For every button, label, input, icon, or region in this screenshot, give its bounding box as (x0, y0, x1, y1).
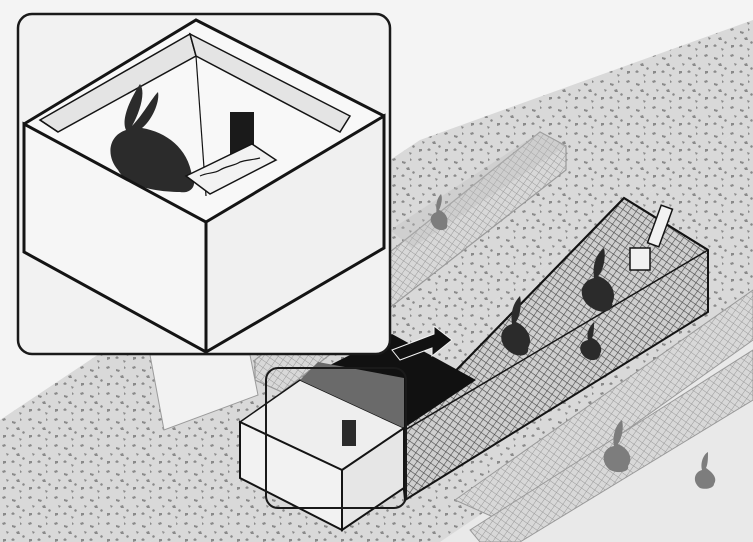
feed-tray (184, 143, 278, 195)
hutch-doorway (342, 420, 356, 446)
rabbit-main-3 (580, 322, 602, 361)
rabbit-main-2 (581, 248, 615, 312)
mesh-run-front (453, 289, 753, 542)
rabbit-front-1 (603, 420, 631, 473)
rabbit-main-1 (501, 296, 531, 356)
rabbit-back (430, 194, 448, 231)
inset-rabbit (110, 84, 195, 193)
exit-arrow (391, 324, 453, 361)
water-bottle (629, 204, 674, 271)
zoom-region-frame (265, 367, 407, 509)
rabbit-front-2 (694, 452, 716, 489)
zoom-inset (16, 12, 392, 356)
